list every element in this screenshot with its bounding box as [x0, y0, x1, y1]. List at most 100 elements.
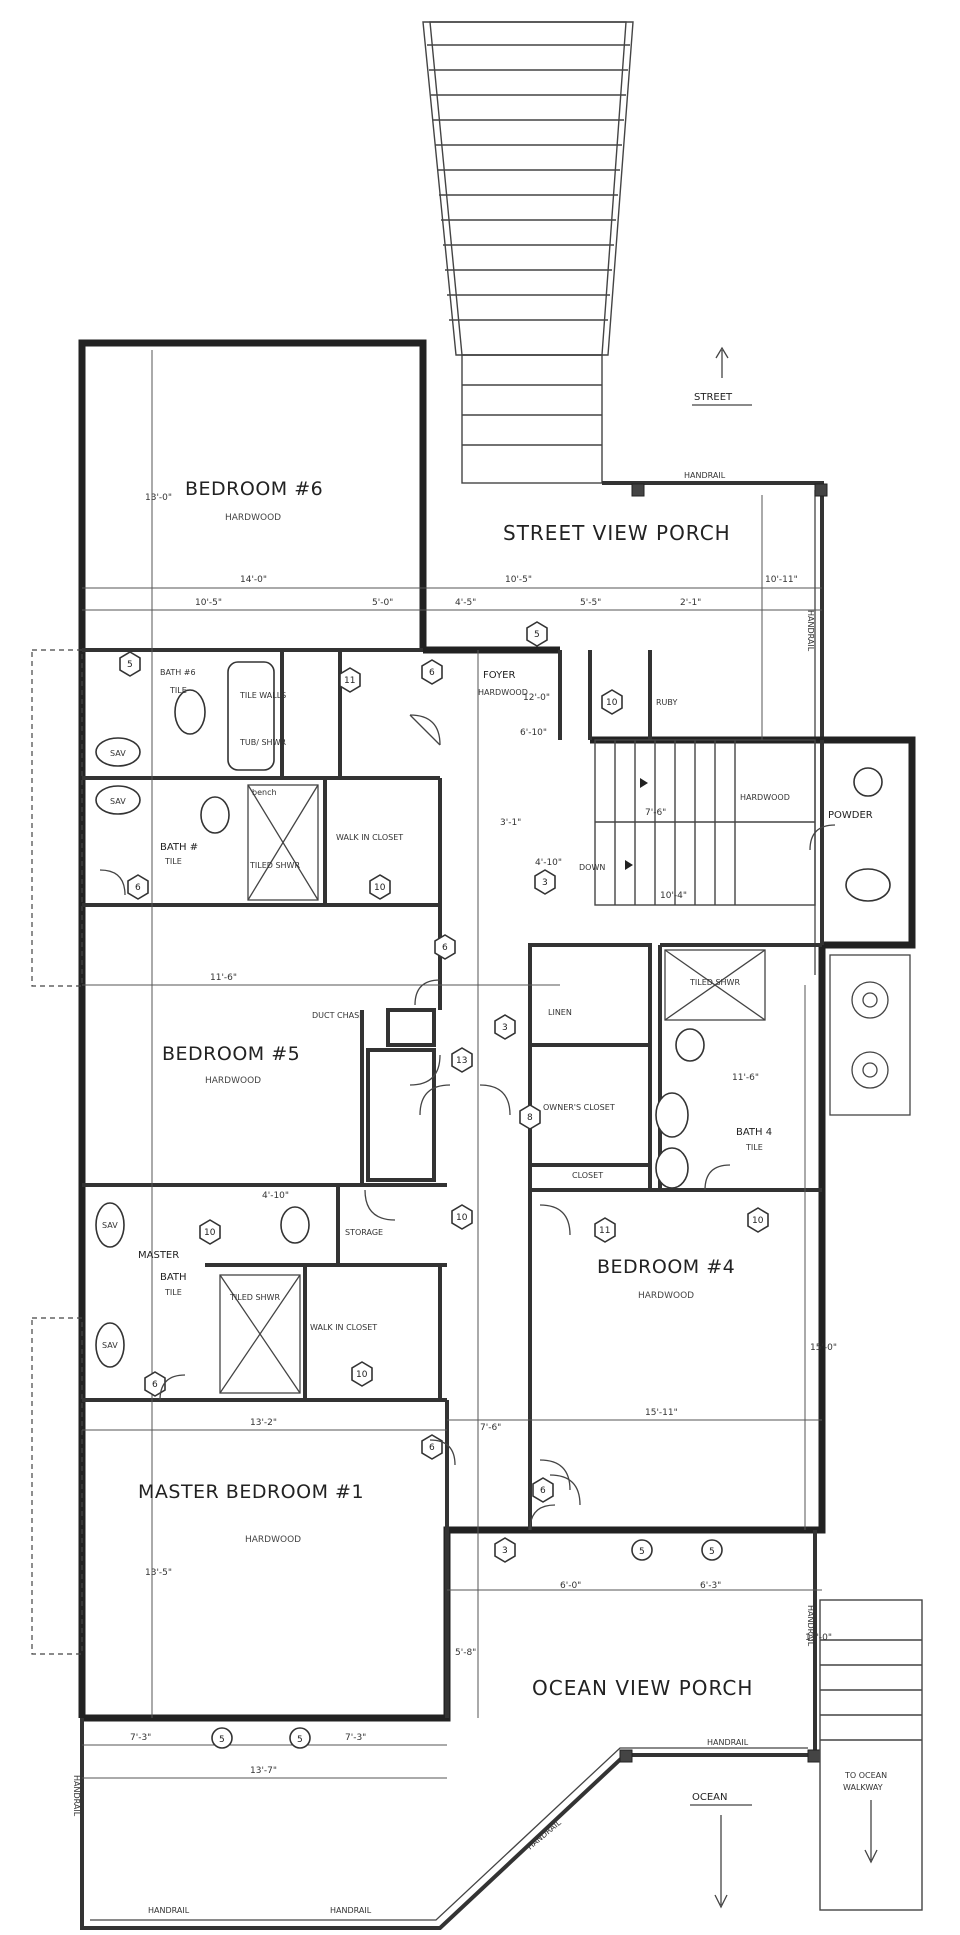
tag-18: 10 [351, 1361, 373, 1387]
street-porch-label: STREET VIEW PORCH [503, 521, 731, 545]
ocean-compass: OCEAN [690, 1792, 752, 1909]
room-bath6: BATH #6 [160, 668, 196, 677]
svg-text:6: 6 [152, 1380, 158, 1390]
bay-window-master [31, 1317, 83, 1655]
room-bedroom5: BEDROOM #5 [162, 1043, 300, 1065]
tag-24: 5 [211, 1727, 233, 1749]
sav-bath6: SAV [110, 749, 126, 758]
svg-text:10: 10 [356, 1370, 368, 1380]
floor-bedroom4: HARDWOOD [638, 1291, 694, 1301]
bay-window-bedroom5 [31, 649, 83, 987]
street-stairs [422, 21, 634, 484]
room-bath4: BATH 4 [736, 1127, 772, 1138]
tiled-shwr-note-1: TILED SHWR [249, 861, 300, 870]
ocean-label: OCEAN [692, 1792, 728, 1803]
walk-in-closet-note-1: WALK IN CLOSET [336, 833, 403, 842]
tag-15: 11 [594, 1217, 616, 1243]
tag-1: 5 [526, 621, 548, 647]
dim-20: 15'-0" [810, 1343, 837, 1353]
dim-10: 12'-0" [523, 693, 550, 703]
tile-walls-note: TILE WALLS [239, 691, 286, 700]
tag-5: 10 [601, 689, 623, 715]
dim-18: 7'-6" [480, 1423, 501, 1433]
dim-8: 2'-1" [680, 598, 701, 608]
tag-17: 6 [144, 1371, 166, 1397]
svg-text:10: 10 [374, 883, 386, 893]
door-swings [99, 714, 836, 1531]
tag-19: 6 [421, 1434, 443, 1460]
tag-12: 8 [519, 1104, 541, 1130]
dim-29: 4'-10" [535, 858, 562, 868]
tag-25: 5 [289, 1727, 311, 1749]
handrail-bottom-1: HANDRAIL [148, 1906, 190, 1915]
tag-4: 11 [339, 667, 361, 693]
svg-text:3: 3 [502, 1546, 508, 1556]
svg-text:6: 6 [540, 1486, 546, 1496]
bench-note: bench [252, 788, 277, 797]
tag-8: 3 [534, 869, 556, 895]
handrail-diagonal: HANDRAIL [526, 1818, 564, 1852]
dim-17: 4'-10" [262, 1191, 289, 1201]
room-powder: POWDER [828, 810, 873, 821]
svg-text:10: 10 [456, 1213, 468, 1223]
tag-6: 6 [127, 874, 149, 900]
dim-16: 13'-2" [250, 1418, 277, 1428]
street-view-porch: HANDRAIL STREET VIEW PORCH [503, 471, 828, 980]
svg-text:8: 8 [527, 1113, 533, 1123]
floor-master1: HARDWOOD [245, 1535, 301, 1545]
handrail-side-ocean: HANDRAIL [806, 1605, 815, 1647]
room-masterbath: MASTER [138, 1250, 179, 1261]
dim-9: 11'-6" [210, 973, 237, 983]
tag-21: 3 [494, 1537, 516, 1563]
svg-text:11: 11 [344, 676, 355, 686]
floor-bath5: TILE [164, 857, 182, 866]
room-labels: BEDROOM #6 HARDWOOD BEDROOM #5 HARDWOOD … [138, 478, 873, 1545]
floor-bedroom5: HARDWOOD [205, 1076, 261, 1086]
dim-23: 6'-3" [700, 1581, 721, 1591]
svg-text:5: 5 [127, 660, 133, 670]
ocean-view-porch: TO OCEAN WALKWAY OCEAN VIEW PORCH HANDRA… [80, 1530, 923, 1930]
room-bedroom6: BEDROOM #6 [185, 478, 323, 500]
floor-foyer: HARDWOOD [478, 688, 528, 697]
tub-shwr-note: TUB/ SHWR [239, 738, 286, 747]
tag-13: 10 [451, 1204, 473, 1230]
svg-text:6: 6 [429, 1443, 435, 1453]
floor-bath4: TILE [745, 1143, 763, 1152]
sav-bath5: SAV [110, 797, 126, 806]
floor-hall: HARDWOOD [740, 793, 790, 802]
dim-14: 7'-6" [645, 808, 666, 818]
tag-10: 3 [494, 1014, 516, 1040]
tag-7: 10 [369, 874, 391, 900]
dim-22: 6'-0" [560, 1581, 581, 1591]
room-foyer: FOYER [483, 670, 516, 681]
svg-text:3: 3 [542, 878, 548, 888]
svg-text:10: 10 [752, 1216, 764, 1226]
handrail-bottom-3: HANDRAIL [707, 1738, 749, 1747]
tag-2: 5 [119, 651, 141, 677]
dim-19: 15'-11" [645, 1408, 678, 1418]
svg-text:5: 5 [534, 630, 540, 640]
tiled-shwr-note-3: TILED SHWR [229, 1293, 280, 1302]
svg-text:6: 6 [135, 883, 141, 893]
dim-30: 13'-0" [805, 1633, 832, 1643]
svg-text:5: 5 [297, 1735, 303, 1745]
dim-7: 5'-5" [580, 598, 601, 608]
handrail-note: HANDRAIL [684, 471, 726, 480]
svg-text:10: 10 [606, 698, 618, 708]
dim-4: 10'-5" [195, 598, 222, 608]
room-bedroom4: BEDROOM #4 [597, 1256, 735, 1278]
dim-13: 3'-1" [500, 818, 521, 828]
svg-text:13: 13 [456, 1056, 467, 1066]
dim-26: 13'-7" [250, 1766, 277, 1776]
dimension-labels: 14'-0" 10'-5" 10'-11" 10'-5" 5'-0" 4'-5"… [130, 493, 837, 1776]
svg-text:3: 3 [502, 1023, 508, 1033]
tag-9: 6 [434, 934, 456, 960]
dim-15: 10'-4" [660, 891, 687, 901]
sav-master1: SAV [102, 1221, 118, 1230]
room-masterbath-2: BATH [160, 1272, 187, 1283]
dim-1: 14'-0" [240, 575, 267, 585]
dim-3: 10'-11" [765, 575, 798, 585]
dim-28: 5'-8" [455, 1648, 476, 1658]
svg-text:11: 11 [599, 1226, 610, 1236]
svg-text:5: 5 [709, 1547, 715, 1557]
